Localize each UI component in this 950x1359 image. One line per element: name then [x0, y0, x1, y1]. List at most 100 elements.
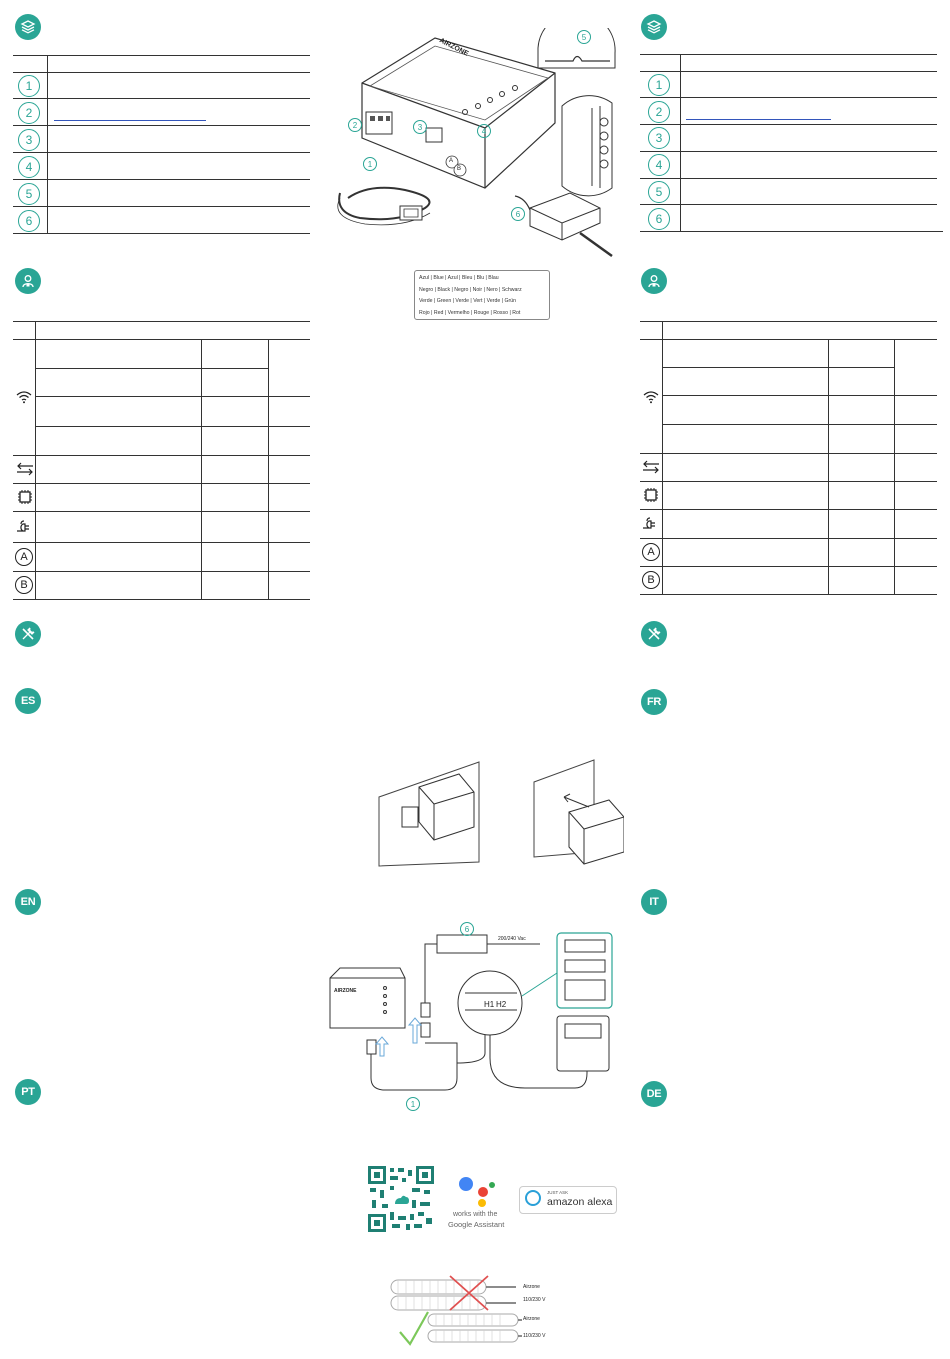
device-illustration — [337, 28, 616, 258]
led-b-label: B — [20, 579, 28, 591]
wire-color-legend: Azul | Blue | Azul | Bleu | Blu | Blau N… — [414, 270, 550, 320]
led-b-symbol: B — [15, 576, 33, 594]
led-table-divider — [268, 339, 269, 599]
table-row-line — [13, 206, 310, 207]
cable-label-airzone: Airzone — [523, 1284, 540, 1290]
lang-pt-badge: PT — [15, 1079, 41, 1105]
layers-icon — [15, 14, 41, 40]
table-divider — [680, 54, 681, 231]
component-number: 4 — [648, 154, 670, 176]
terminal-h1-label: H1 — [484, 1000, 495, 1009]
lang-fr-badge: FR — [641, 689, 667, 715]
google-line1: works with the — [453, 1211, 498, 1218]
table-row-line — [13, 233, 310, 234]
exchange-icon — [640, 458, 662, 476]
power-icon — [14, 517, 36, 535]
component-number: 3 — [18, 129, 40, 151]
component-link[interactable] — [54, 120, 206, 121]
component-number: 4 — [18, 156, 40, 178]
component-number: 2 — [648, 101, 670, 123]
callout-number: 6 — [460, 922, 474, 936]
wifi-icon — [14, 388, 34, 406]
led-table-line — [13, 321, 310, 322]
table-header-line — [13, 55, 310, 56]
led-table-line — [13, 483, 310, 484]
component-number: 1 — [648, 74, 670, 96]
component-number: 6 — [18, 210, 40, 232]
led-a-symbol: A — [642, 543, 660, 561]
led-table-divider — [201, 339, 202, 599]
callout-number: 5 — [577, 30, 591, 44]
legend-black: Negro | Black | Negro | Noir | Nero | Sc… — [419, 286, 522, 293]
led-table-line — [13, 339, 310, 340]
led-table-line — [13, 455, 310, 456]
table-row-line — [13, 98, 310, 99]
chip-icon — [15, 488, 35, 506]
device-brand-label: AIRZONE — [334, 988, 357, 994]
table-row-line — [640, 151, 937, 152]
alexa-small-text: JUST ASK — [547, 1190, 569, 1195]
led-table-line — [640, 481, 937, 482]
alexa-badge[interactable]: JUST ASK amazon alexa — [519, 1186, 617, 1214]
component-number: 6 — [648, 208, 670, 230]
table-row-line — [640, 124, 937, 125]
cable-label-voltage: 110/230 V — [523, 1297, 546, 1303]
callout-number: 3 — [413, 120, 427, 134]
user-icon — [641, 268, 667, 294]
led-table-line — [640, 453, 937, 454]
led-table-line — [13, 511, 310, 512]
tools-icon — [15, 621, 41, 647]
callout-number: 1 — [406, 1097, 420, 1111]
port-a-label: A — [449, 158, 454, 164]
led-table-divider — [662, 321, 663, 594]
google-line2: Google Assistant — [448, 1220, 505, 1229]
lang-it-badge: IT — [641, 889, 667, 915]
lang-en-badge: EN — [15, 889, 41, 915]
callout-number: 2 — [348, 118, 362, 132]
led-table-line — [640, 594, 937, 595]
user-icon — [15, 268, 41, 294]
component-link[interactable] — [686, 119, 831, 120]
table-row-line — [13, 152, 310, 153]
chip-icon — [641, 486, 661, 504]
table-row-line — [13, 72, 310, 73]
led-table-line — [640, 321, 937, 322]
google-assistant-logo — [459, 1177, 495, 1207]
led-table-line — [662, 424, 937, 425]
table-row-line — [640, 71, 937, 72]
qr-code[interactable] — [368, 1166, 434, 1232]
led-table-divider — [894, 339, 895, 594]
led-table-line — [640, 538, 937, 539]
cable-label-voltage: 110/230 V — [523, 1333, 546, 1339]
component-number: 3 — [648, 127, 670, 149]
component-number: 1 — [18, 75, 40, 97]
led-table-line — [35, 368, 268, 369]
wall-mount-illustration — [378, 759, 624, 867]
led-table-line — [640, 509, 937, 510]
tools-icon — [641, 621, 667, 647]
lang-es-badge: ES — [15, 688, 41, 714]
table-divider — [47, 55, 48, 233]
port-b-label: B — [457, 166, 462, 172]
led-b-symbol: B — [642, 571, 660, 589]
legend-blue: Azul | Blue | Azul | Bleu | Blu | Blau — [419, 275, 499, 281]
led-a-label: A — [647, 546, 655, 558]
led-table-line — [662, 395, 937, 396]
table-row-line — [13, 125, 310, 126]
exchange-icon — [14, 460, 36, 478]
cable-installation-illustration — [390, 1275, 522, 1346]
supply-voltage-label: 200/240 Vac — [498, 936, 526, 942]
table-row-line — [13, 179, 310, 180]
alexa-ring-icon — [525, 1190, 541, 1206]
table-header-line — [640, 54, 937, 55]
component-number: 2 — [18, 102, 40, 124]
led-table-line — [35, 426, 310, 427]
led-a-label: A — [20, 551, 28, 563]
table-row-line — [640, 97, 937, 98]
led-table-line — [13, 542, 310, 543]
component-number: 5 — [648, 181, 670, 203]
table-row-line — [640, 231, 943, 232]
led-table-line — [640, 339, 937, 340]
wifi-icon — [641, 388, 661, 406]
led-table-line — [35, 396, 310, 397]
